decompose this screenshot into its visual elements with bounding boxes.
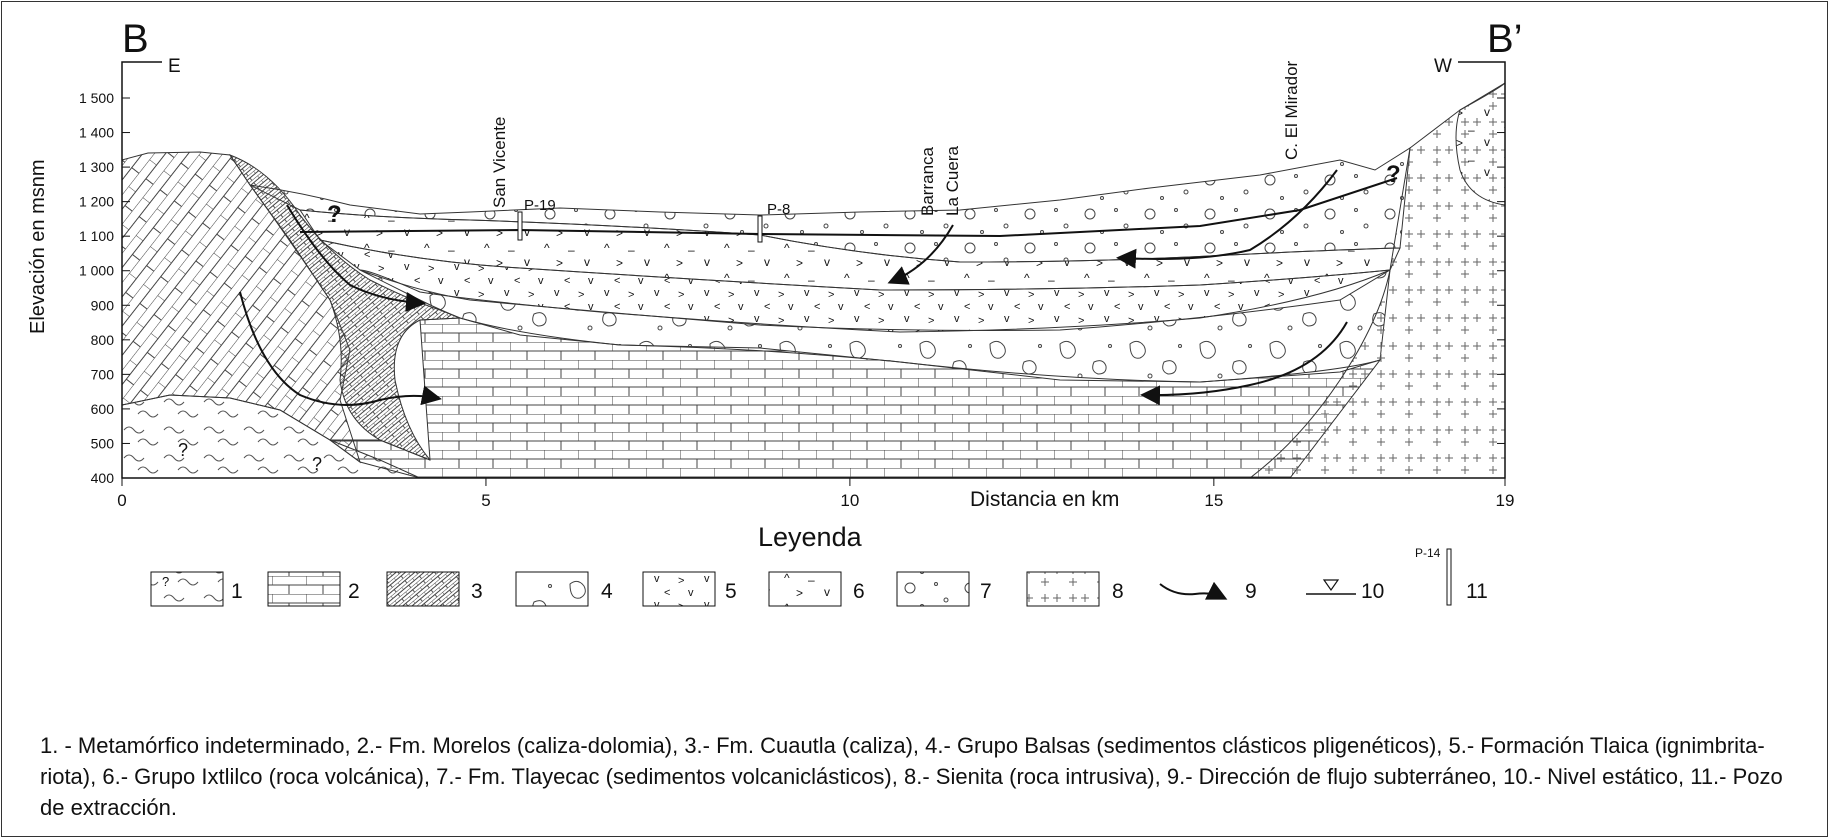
- well-p8-label: P-8: [767, 201, 790, 218]
- legend-item-5: 5: [642, 571, 737, 607]
- unknown-marker: ?: [312, 454, 322, 474]
- unit-tlayecac-cap: [1455, 81, 1506, 206]
- y-tick-label: 1 100: [79, 228, 114, 244]
- flow-arrow: [239, 291, 442, 406]
- y-tick-label: 800: [91, 332, 115, 348]
- unit-sienita: [1248, 82, 1506, 479]
- legend-item-3: 3: [386, 571, 483, 607]
- well-p8: [757, 215, 763, 243]
- legend-description: 1. - Metamórfico indeterminado, 2.- Fm. …: [40, 733, 1783, 820]
- legend-item-6: 6: [768, 571, 865, 607]
- flow-arrows: [239, 169, 1348, 406]
- flow-arrow: [1140, 321, 1348, 406]
- y-tick-label: 400: [91, 470, 115, 486]
- svg-text:2: 2: [348, 580, 360, 603]
- x-tick-label: 10: [840, 491, 859, 510]
- y-tick-label: 700: [91, 366, 115, 382]
- svg-text:11: 11: [1466, 580, 1488, 603]
- section-label-start: B: [122, 17, 149, 61]
- legend-item-4: 4: [515, 571, 613, 607]
- unknown-marker: ?: [1386, 161, 1401, 188]
- svg-text:4: 4: [601, 580, 613, 603]
- legend-item-9: 9: [1159, 580, 1257, 603]
- svg-text:8: 8: [1112, 580, 1124, 603]
- svg-text:5: 5: [725, 580, 737, 603]
- well-p19: [517, 211, 523, 241]
- axes: 1 500 1 400 1 300 1 200 1 100 1 000 900 800 700 6…: [79, 61, 1514, 510]
- wells: P-19 P-8: [517, 197, 790, 243]
- x-tick-label: 15: [1204, 491, 1223, 510]
- legend-item-7: 7: [896, 571, 992, 607]
- y-tick-label: 600: [91, 401, 115, 417]
- geologic-cross-section: v > < v ^ – v >: [27, 17, 1523, 607]
- legend-item-8: 8: [1026, 571, 1124, 607]
- x-tick-label: 5: [481, 491, 490, 510]
- unknown-marker: ?: [327, 201, 342, 228]
- y-tick-label: 900: [91, 297, 115, 313]
- y-tick-label: 500: [91, 435, 115, 451]
- label-san-vicente: San Vicente: [490, 117, 509, 208]
- y-tick-label: 1 200: [79, 194, 114, 210]
- unit-tlayecac: [249, 147, 1411, 263]
- legend: ? 1 2 3 4 5 6: [150, 546, 1488, 607]
- section-label-end: B’: [1487, 17, 1523, 61]
- legend-item-2: 2: [267, 571, 360, 607]
- svg-text:P-14: P-14: [1415, 546, 1441, 560]
- x-tick-label: 0: [117, 491, 126, 510]
- unknown-marker: ?: [178, 440, 188, 460]
- legend-item-10: 10: [1306, 579, 1384, 603]
- svg-text:1: 1: [231, 580, 243, 603]
- direction-west: W: [1434, 56, 1452, 77]
- flow-arrow: [286, 204, 426, 312]
- legend-title: Leyenda: [758, 522, 863, 552]
- flow-arrow: [887, 224, 954, 285]
- svg-text:9: 9: [1245, 580, 1257, 603]
- svg-text:7: 7: [980, 580, 992, 603]
- flow-arrow: [1116, 169, 1338, 269]
- x-tick-label: 19: [1496, 491, 1515, 510]
- y-tick-label: 1 000: [79, 263, 114, 279]
- label-barranca: Barranca: [918, 146, 937, 216]
- legend-item-1: ? 1: [150, 571, 243, 607]
- svg-text:3: 3: [471, 580, 483, 603]
- x-axis-label: Distancia en km: [970, 488, 1119, 511]
- label-el-mirador: C. El Mirador: [1282, 60, 1301, 160]
- y-tick-label: 1 400: [79, 125, 114, 141]
- legend-item-11: P-14 11: [1415, 546, 1488, 606]
- svg-text:6: 6: [853, 580, 865, 603]
- y-axis-ticks: 1 500 1 400 1 300 1 200 1 100 1 000 900 800 700 6…: [79, 90, 1505, 486]
- svg-text:?: ?: [162, 574, 169, 589]
- label-la-cuera: La Cuera: [943, 146, 962, 216]
- y-axis-label: Elevación en msnm: [27, 159, 49, 334]
- y-tick-label: 1 500: [79, 90, 114, 106]
- direction-east: E: [168, 56, 181, 77]
- x-axis-ticks: 0 5 10 15 19: [117, 478, 1514, 510]
- svg-text:10: 10: [1361, 580, 1384, 603]
- well-p19-label: P-19: [524, 197, 556, 214]
- y-tick-label: 1 300: [79, 159, 114, 175]
